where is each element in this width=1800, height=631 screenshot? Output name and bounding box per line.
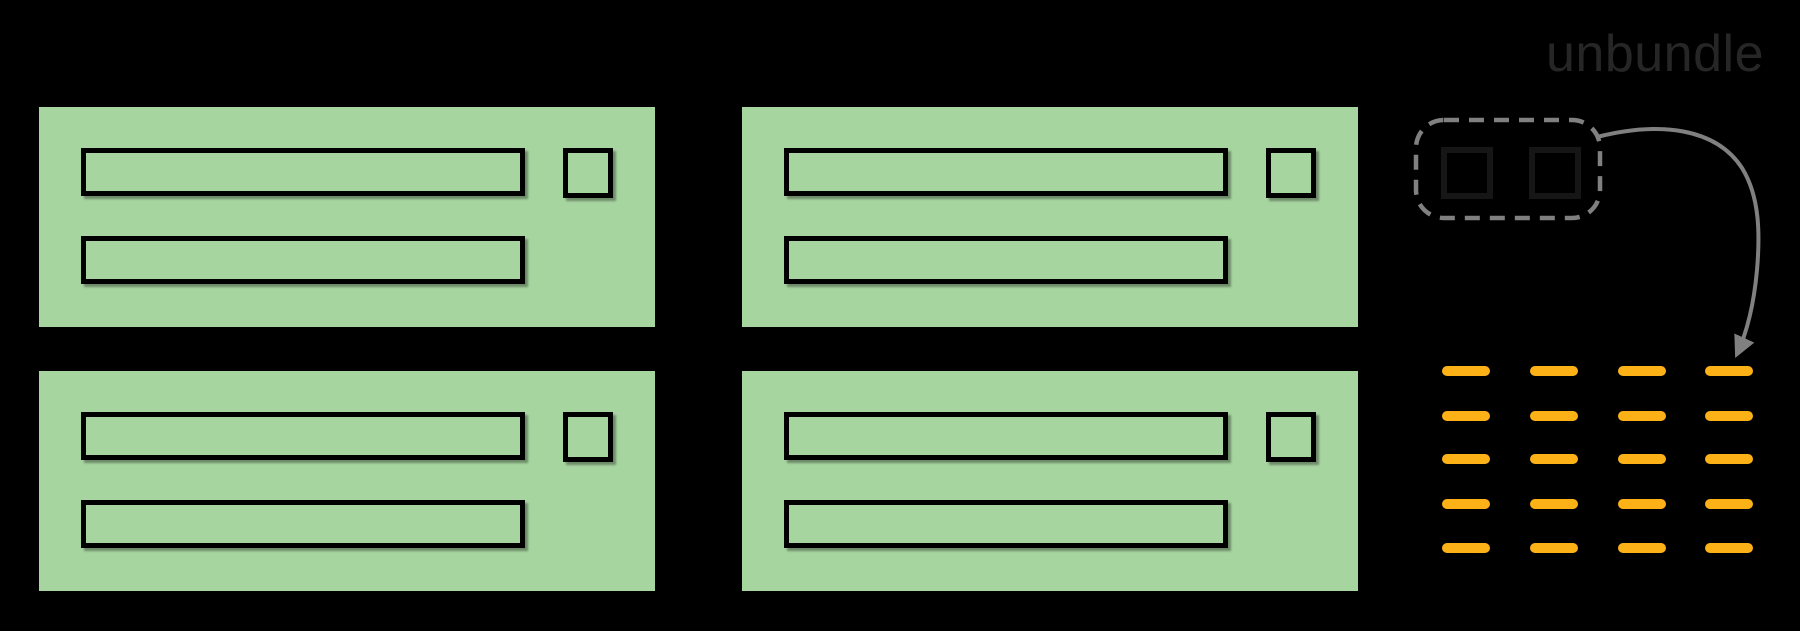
field-dash — [1618, 499, 1666, 509]
key-square — [1266, 148, 1316, 198]
field-dash — [1705, 411, 1753, 421]
bundle-square — [1441, 147, 1493, 199]
field-bar-bottom — [81, 236, 525, 284]
bundle-square — [1529, 147, 1581, 199]
field-bar-top — [81, 148, 525, 196]
unbundle-arrow — [1596, 127, 1761, 359]
field-dash — [1705, 499, 1753, 509]
field-bar-top — [784, 148, 1228, 196]
field-dash — [1442, 454, 1490, 464]
field-dash — [1705, 366, 1753, 376]
field-bar-bottom — [81, 500, 525, 548]
key-square — [1266, 412, 1316, 462]
record-card — [742, 371, 1358, 591]
bundle-dashed-outline — [1413, 117, 1603, 221]
field-bar-top — [784, 412, 1228, 460]
field-bar-bottom — [784, 236, 1228, 284]
record-card — [39, 107, 655, 327]
field-dash — [1618, 543, 1666, 553]
field-dash — [1442, 366, 1490, 376]
field-dash — [1442, 411, 1490, 421]
key-square — [563, 412, 613, 462]
unbundle-label: unbundle — [1546, 25, 1764, 83]
record-card — [39, 371, 655, 591]
field-dash — [1530, 366, 1578, 376]
field-dash — [1618, 366, 1666, 376]
field-dash — [1530, 411, 1578, 421]
key-square — [563, 148, 613, 198]
field-bar-top — [81, 412, 525, 460]
field-dash — [1442, 543, 1490, 553]
field-dash — [1705, 454, 1753, 464]
field-dash — [1618, 411, 1666, 421]
field-dash — [1530, 499, 1578, 509]
field-dash — [1705, 543, 1753, 553]
field-bar-bottom — [784, 500, 1228, 548]
field-dash — [1442, 499, 1490, 509]
field-dash — [1530, 543, 1578, 553]
record-card — [742, 107, 1358, 327]
field-dash — [1530, 454, 1578, 464]
field-dash — [1618, 454, 1666, 464]
